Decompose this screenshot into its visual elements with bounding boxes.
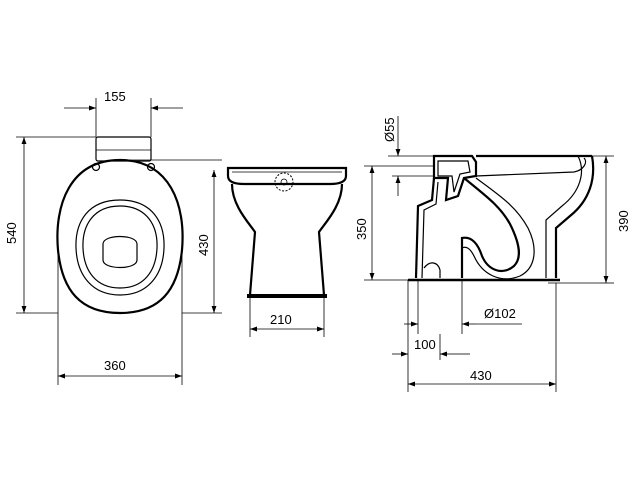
- dim-430-top: 430: [196, 234, 211, 256]
- dim-350: 350: [354, 218, 369, 240]
- dim-390: 390: [616, 210, 631, 232]
- fixing-hole-left: [91, 162, 101, 172]
- front-view: 210: [226, 166, 348, 337]
- dim-540: 540: [4, 222, 19, 244]
- side-trap: [460, 177, 520, 278]
- side-inlet: [432, 154, 478, 202]
- front-inlet: [274, 172, 294, 192]
- dim-210: 210: [270, 312, 292, 327]
- bowl-rim: [75, 199, 165, 296]
- bowl-outline: [56, 158, 184, 315]
- dim-155: 155: [104, 89, 126, 104]
- cistern-block: [95, 136, 152, 162]
- dim-360: 360: [104, 358, 126, 373]
- dim-100: 100: [414, 337, 436, 352]
- front-body: [230, 183, 257, 296]
- fixing-hole-right: [146, 162, 156, 172]
- front-base: [247, 294, 327, 298]
- dim-430-side: 430: [470, 368, 492, 383]
- bowl-opening: [102, 235, 138, 269]
- front-rim: [226, 166, 348, 186]
- side-bowl-back: [554, 155, 595, 278]
- dim-d102: Ø102: [484, 306, 516, 321]
- top-view: 155 540 430 360: [4, 89, 222, 385]
- dim-d55: Ø55: [382, 117, 397, 142]
- side-body-front: [414, 177, 436, 279]
- side-view: Ø55 350 390 Ø102 100 430: [354, 116, 631, 392]
